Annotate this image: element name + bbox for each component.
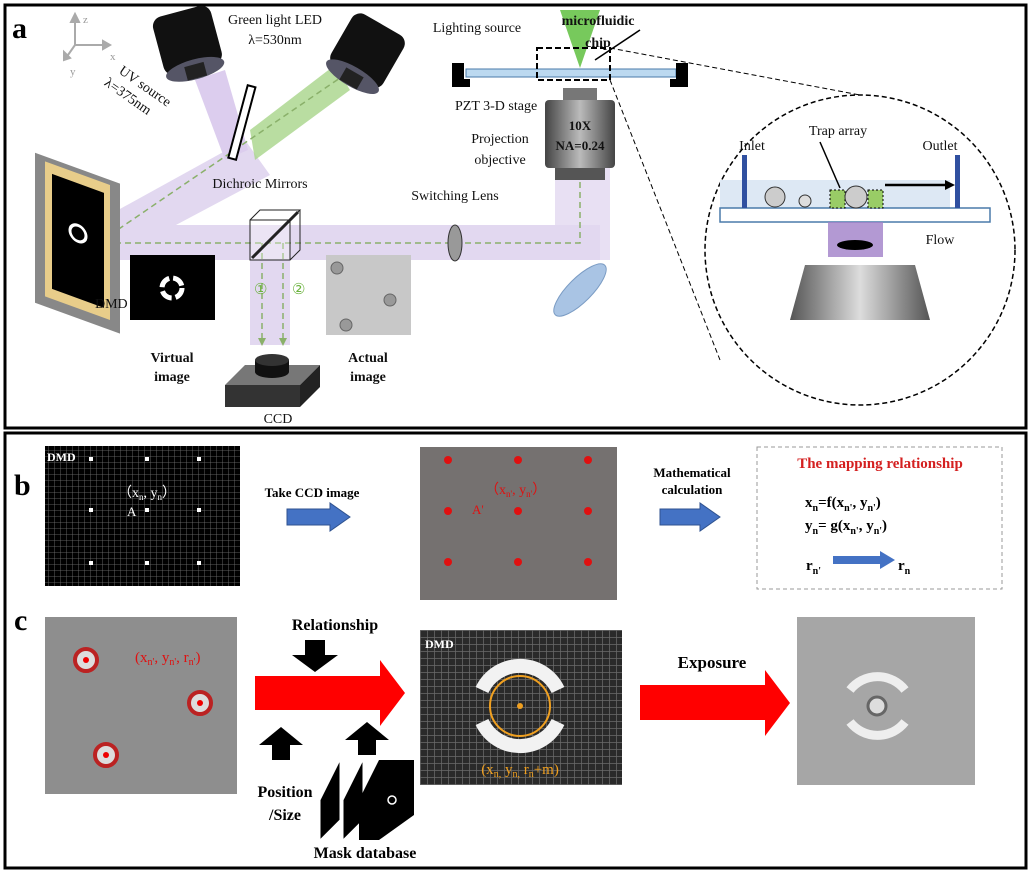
ccd-calibration-image [420, 447, 617, 600]
ccd-label: CCD [264, 412, 293, 427]
actual-image-label: Actual [348, 351, 388, 366]
take-ccd-label: Take CCD image [265, 485, 360, 500]
objective-na: NA=0.24 [556, 138, 605, 153]
panel-b-letter: b [14, 469, 31, 502]
svg-text:chip: chip [585, 36, 611, 51]
cell-coord-label: (xn', yn', rn') [135, 650, 200, 668]
structure-arc-bottom [846, 719, 909, 740]
green-led-icon [326, 13, 405, 94]
outlet-wall [955, 155, 960, 208]
panel-c-letter: c [14, 604, 27, 637]
ccd-point-coord: （xn', yn'） [485, 482, 546, 499]
path-2-label: ② [292, 282, 305, 298]
svg-text:/Size: /Size [268, 807, 301, 824]
beam-splitter-cube [249, 209, 302, 261]
math-calc-label: Mathematical [653, 465, 731, 480]
dichroic-mirrors-label: Dichroic Mirrors [212, 177, 307, 192]
formula-y: yn= g(xn', yn') [805, 518, 887, 537]
dmd-label: DMD [95, 297, 128, 312]
dmd-points [89, 457, 201, 565]
virtual-image [130, 255, 215, 320]
mask-arc-top [475, 658, 565, 694]
stage-clamp-left [452, 63, 470, 87]
relationship-label: Relationship [292, 617, 378, 634]
position-up-arrow [259, 727, 303, 760]
dmd-device [35, 152, 120, 334]
mask-arc-bottom [475, 718, 565, 754]
point-a-label: A [127, 504, 137, 519]
switching-lens-label: Switching Lens [411, 189, 499, 204]
panel-b: b DMD （xn, yn） A Take CCD image （xn', yn… [14, 446, 1003, 600]
dmd-calibration-grid [45, 446, 240, 586]
position-label: Position [257, 784, 312, 801]
objective-lens [545, 88, 615, 180]
formula-x: xn=f(xn', yn') [805, 495, 881, 514]
svg-text:objective: objective [474, 153, 525, 168]
virtual-image-label: Virtual [150, 351, 193, 366]
r-mapping-arrow [833, 551, 895, 569]
path-1-label: ① [254, 282, 267, 298]
mask-up-arrow [345, 722, 389, 755]
dmd-grid-label: DMD [47, 450, 76, 464]
exposure-arrow [640, 670, 790, 736]
chip-zoom-box [536, 47, 611, 81]
ccd-points [444, 456, 592, 566]
axes-icon [63, 11, 113, 62]
trapped-cell-result [866, 695, 888, 717]
pzt-stage-label: PZT 3-D stage [455, 99, 537, 114]
objective-magnification: 10X [569, 118, 592, 133]
trap-array-label: Trap array [809, 124, 867, 139]
ccd-beam [250, 230, 290, 345]
outlet-label: Outlet [923, 139, 958, 154]
panel-c: c (xn', yn', rn') Relationship Position … [14, 604, 975, 862]
mapping-title: The mapping relationship [797, 456, 963, 472]
lighting-source-label: Lighting source [433, 21, 521, 36]
dmd-mask-coord: (xn, yn, rn+m) [481, 762, 559, 780]
projection-objective-label: Projection [471, 132, 529, 147]
panel-a: a z x y Green light LED [3, 3, 1028, 430]
uv-led-icon [152, 5, 225, 82]
dmd-point-coord: （xn, yn） [118, 485, 176, 502]
svg-text:image: image [154, 370, 190, 385]
inset-channel [719, 207, 991, 223]
mask-database-label: Mask database [314, 845, 417, 862]
lighting-cone [560, 10, 600, 68]
math-calc-arrow [659, 502, 721, 532]
take-ccd-arrow [286, 502, 351, 532]
inlet-label: Inlet [739, 139, 765, 154]
microfluidic-chip [465, 68, 677, 78]
axis-x: x [110, 51, 116, 63]
dmd-mask-label: DMD [425, 637, 454, 651]
axis-z: z [83, 14, 88, 26]
svg-text:image: image [350, 370, 386, 385]
mapping-box [756, 446, 1003, 590]
flow-label: Flow [926, 233, 956, 248]
ccd-icon [225, 354, 320, 407]
mask-stack-icon [319, 759, 414, 842]
green-led-label: Green light LED [228, 13, 322, 28]
r-to: rn [898, 558, 911, 577]
process-arrow [255, 660, 405, 726]
axis-y: y [70, 66, 76, 78]
dichroic-mirror [227, 84, 257, 161]
microfluidic-chip-label: microfluidic [562, 14, 635, 29]
trapped-cell [844, 185, 868, 209]
uv-beam-diagonal [100, 140, 270, 260]
stage-clamp-right [670, 63, 688, 87]
point-a-prime-label: A' [472, 502, 484, 517]
panel-a-letter: a [12, 12, 27, 45]
green-led-wavelength: λ=530nm [248, 33, 302, 48]
relationship-down-arrow [292, 640, 338, 672]
svg-text:calculation: calculation [662, 482, 723, 497]
r-from: rn' [806, 558, 821, 577]
detected-cells [73, 647, 213, 768]
structure-arc-top [846, 672, 909, 693]
exposure-label: Exposure [678, 653, 747, 672]
objective-inset [790, 265, 930, 320]
target-circle [489, 675, 551, 737]
switching-lens [447, 224, 463, 262]
mirror-lens [553, 263, 607, 317]
inlet-wall [742, 155, 747, 208]
